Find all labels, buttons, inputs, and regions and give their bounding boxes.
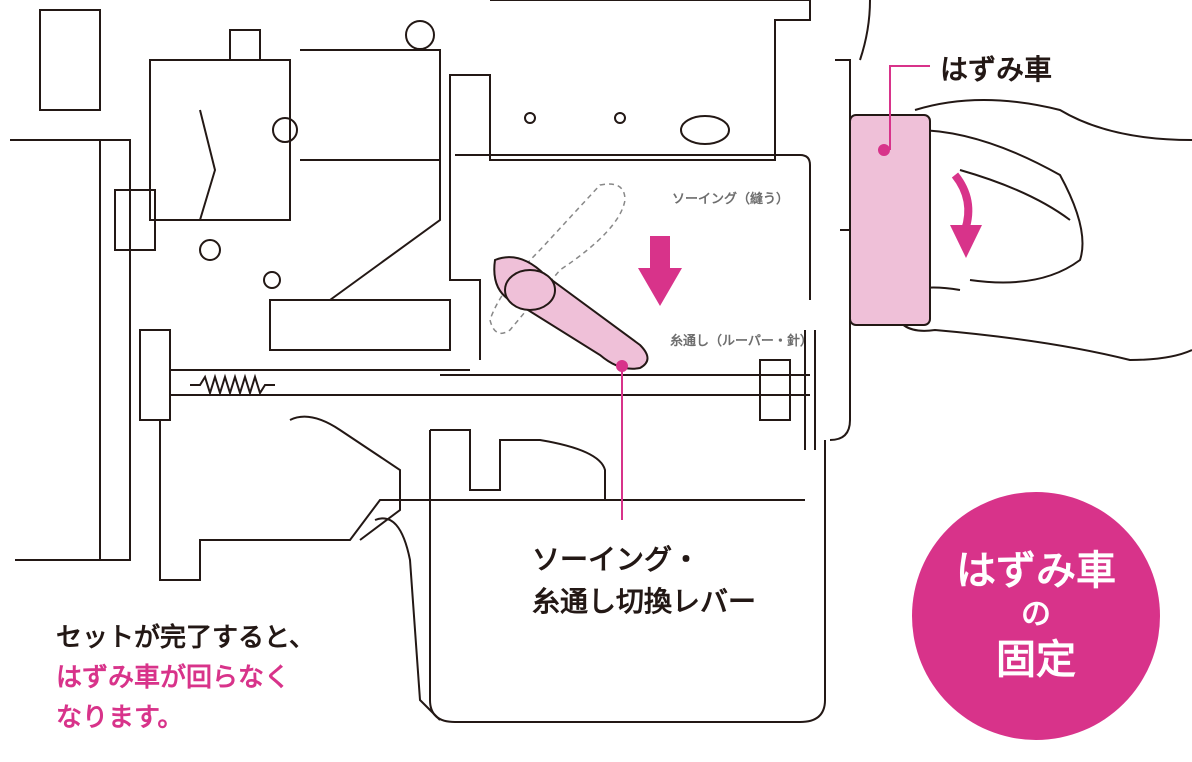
note-line2: はずみ車が回らなく <box>56 663 291 693</box>
sewing-position-label: ソーイング（縫う） <box>672 192 790 207</box>
badge-line1: はずみ車 <box>956 548 1116 594</box>
note-line3: なります。 <box>56 703 184 733</box>
hand <box>893 99 1192 362</box>
rotate-arrow-icon <box>951 172 973 232</box>
handwheel-label: はずみ車 <box>940 53 1053 86</box>
threading-position-label: 糸通し（ルーパー・針） <box>670 334 813 349</box>
down-arrow-icon <box>638 236 682 306</box>
lever-label-line1: ソーイング・ <box>532 543 701 576</box>
note-line1: セットが完了すると、 <box>56 623 315 653</box>
sewing-threading-lever <box>493 256 649 370</box>
handwheel-leader <box>889 65 930 150</box>
badge-line2: の <box>1021 597 1051 632</box>
machine-mechanism <box>10 9 470 581</box>
badge-line3: 固定 <box>996 637 1076 683</box>
handwheel-lock-badge: はずみ車 の 固定 <box>912 492 1160 740</box>
lever-label-line2: 糸通し切換レバー <box>532 585 757 618</box>
